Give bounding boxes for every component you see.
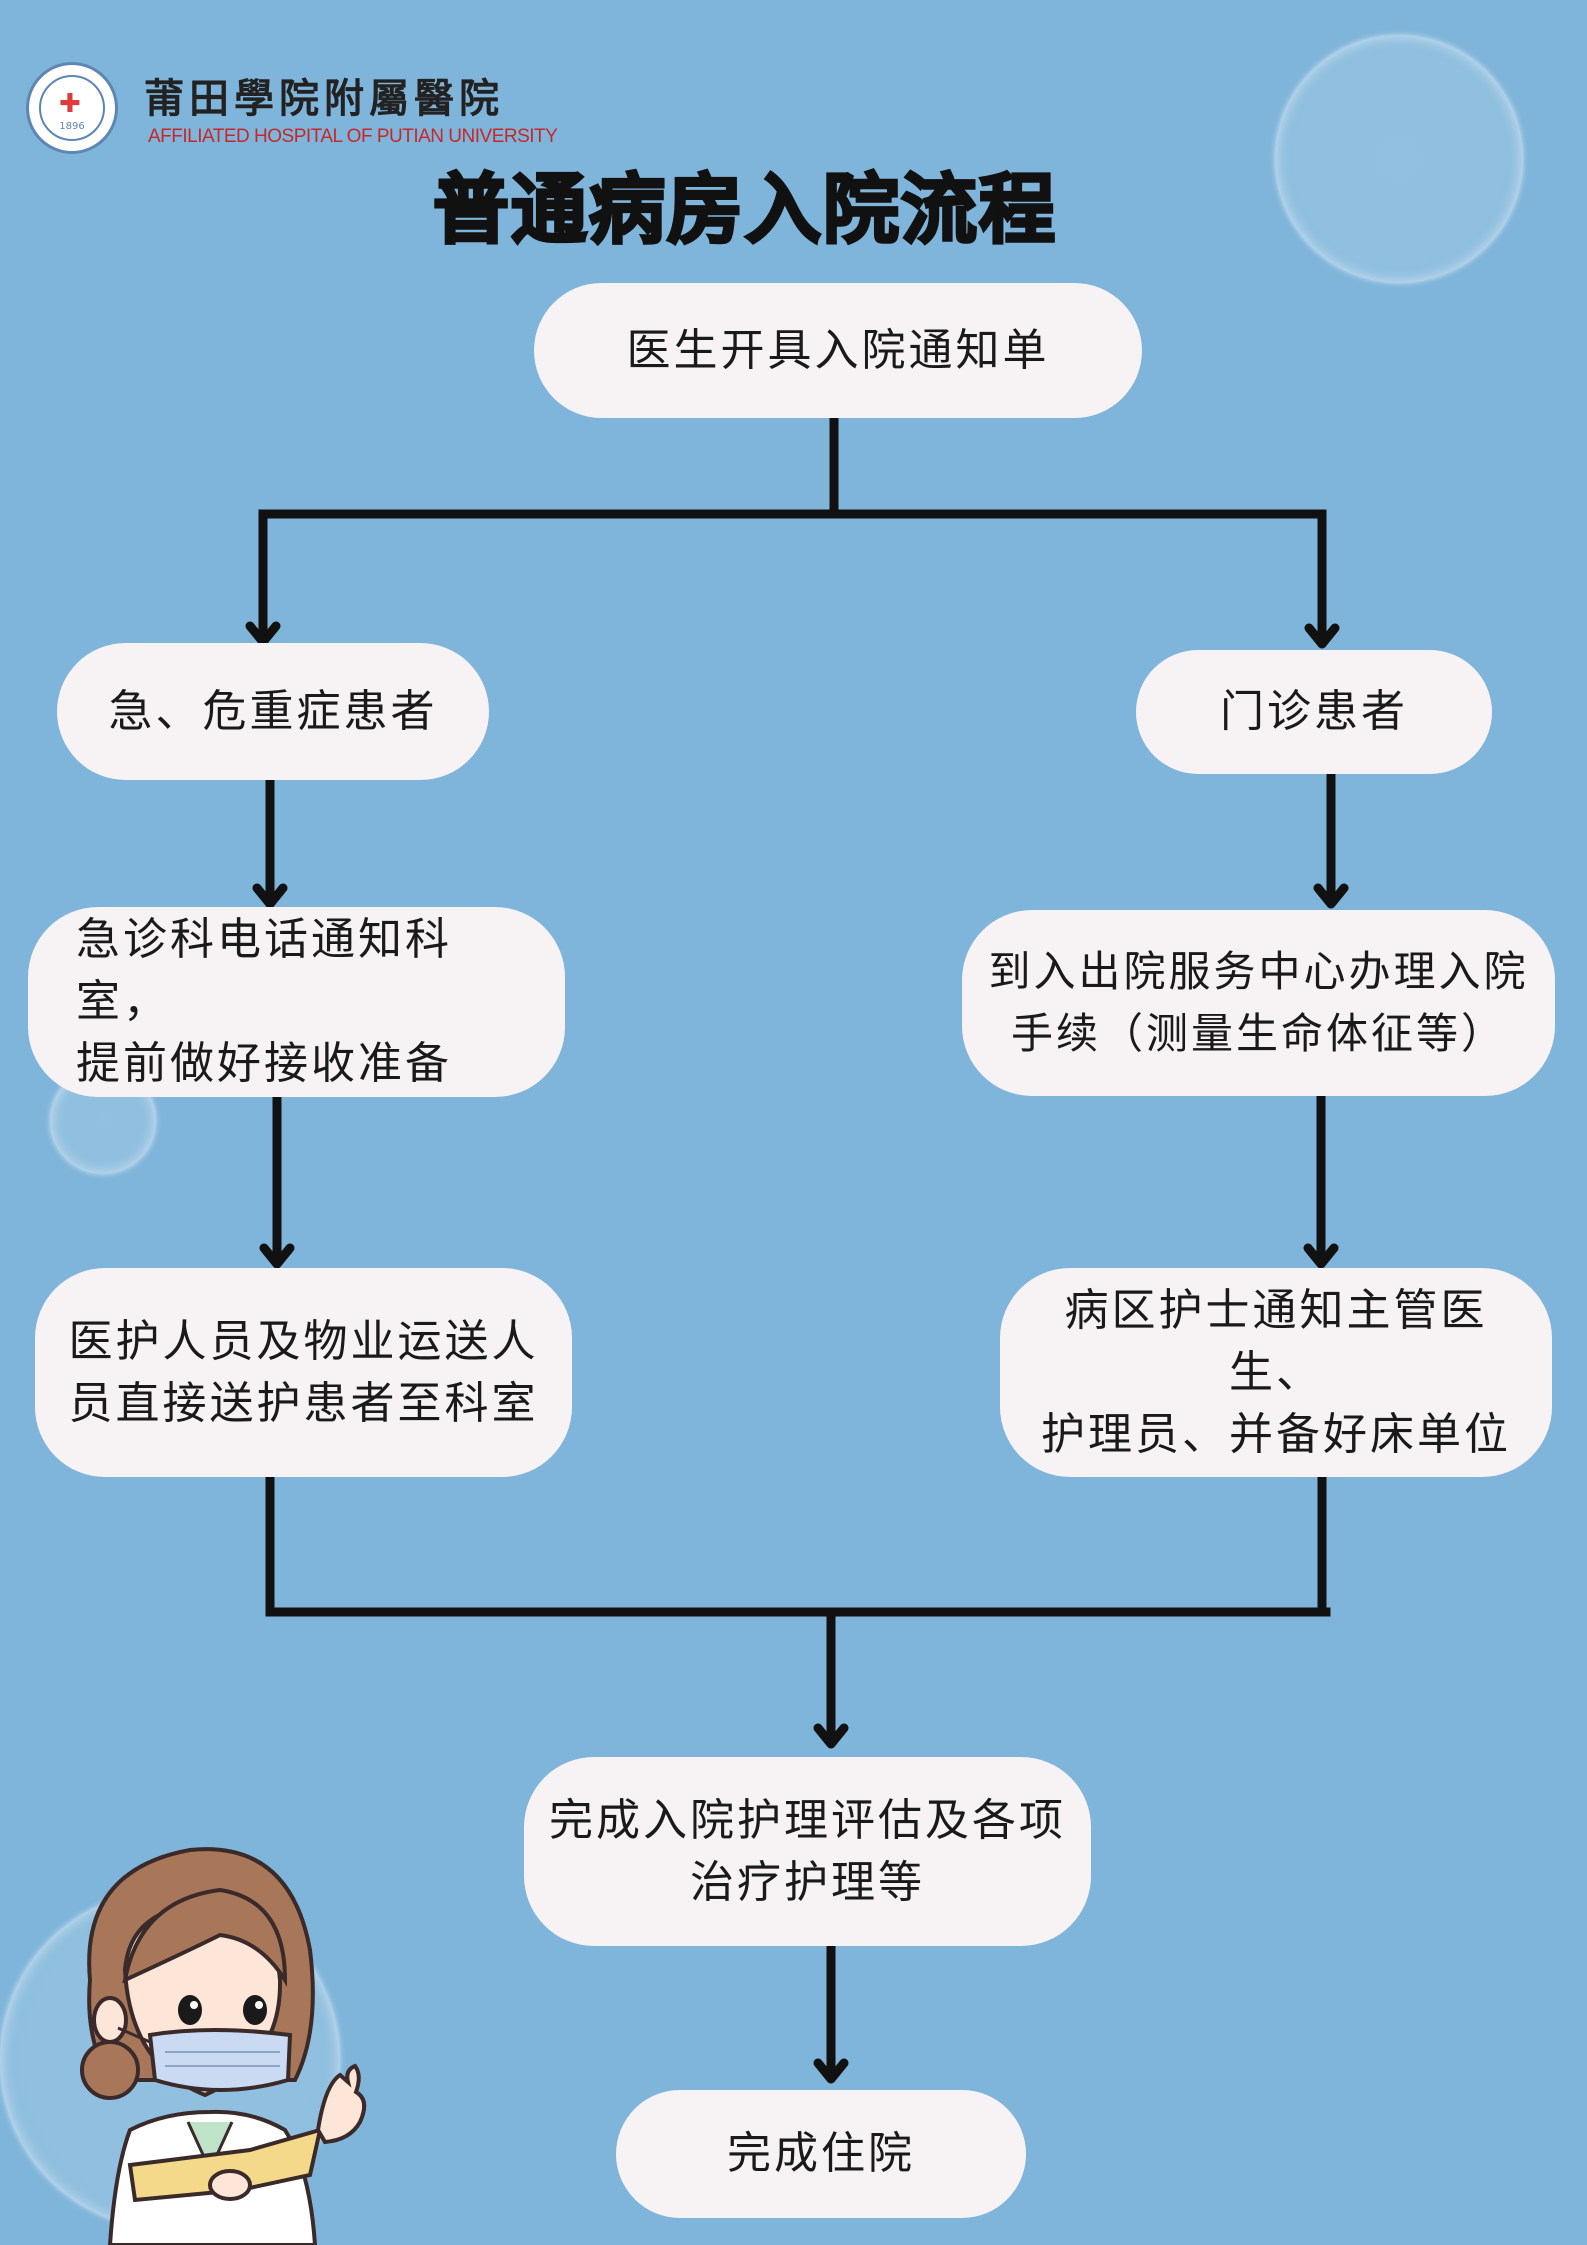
hospital-logo: ✚ 1896 莆田學院附屬醫院 AFFILIATED HOSPITAL OF P… xyxy=(26,58,558,158)
node-outpatient: 门诊患者 xyxy=(1136,650,1492,774)
node-admission-assessment: 完成入院护理评估及各项 治疗护理等 xyxy=(524,1757,1091,1946)
hospital-name-cn: 莆田學院附屬醫院 xyxy=(144,75,504,122)
node-emergency-patient: 急、危重症患者 xyxy=(57,643,489,780)
node-emergency-transport: 医护人员及物业运送人 员直接送护患者至科室 xyxy=(35,1268,572,1477)
logo-year: 1896 xyxy=(59,121,85,132)
arrowhead-transport xyxy=(259,1243,295,1269)
arrowhead-outpatient xyxy=(1304,623,1340,649)
arrowhead-assessment xyxy=(813,1723,849,1749)
decorative-bubble-large xyxy=(1275,35,1523,283)
node-outpatient-service: 到入出院服务中心办理入院 手续（测量生命体征等） xyxy=(962,910,1555,1096)
arrowhead-service xyxy=(1313,883,1349,909)
page-title: 普通病房入院流程 xyxy=(432,164,1057,256)
node-admission-complete: 完成住院 xyxy=(616,2090,1026,2218)
node-emergency-notify: 急诊科电话通知科室， 提前做好接收准备 xyxy=(28,907,565,1097)
arrowhead-end xyxy=(813,2058,849,2084)
nurse-illustration xyxy=(80,1847,367,2245)
arrowhead-ward xyxy=(1303,1243,1339,1269)
node-ward-nurse-notify: 病区护士通知主管医生、 护理员、并备好床单位 xyxy=(1000,1268,1552,1477)
arrowhead-emergency xyxy=(245,621,281,647)
arrowhead-notify xyxy=(252,883,288,909)
hospital-emblem-icon: ✚ 1896 xyxy=(26,62,118,154)
hospital-name-en: AFFILIATED HOSPITAL OF PUTIAN UNIVERSITY xyxy=(148,126,558,147)
node-doctor-issues-notice: 医生开具入院通知单 xyxy=(534,283,1142,418)
